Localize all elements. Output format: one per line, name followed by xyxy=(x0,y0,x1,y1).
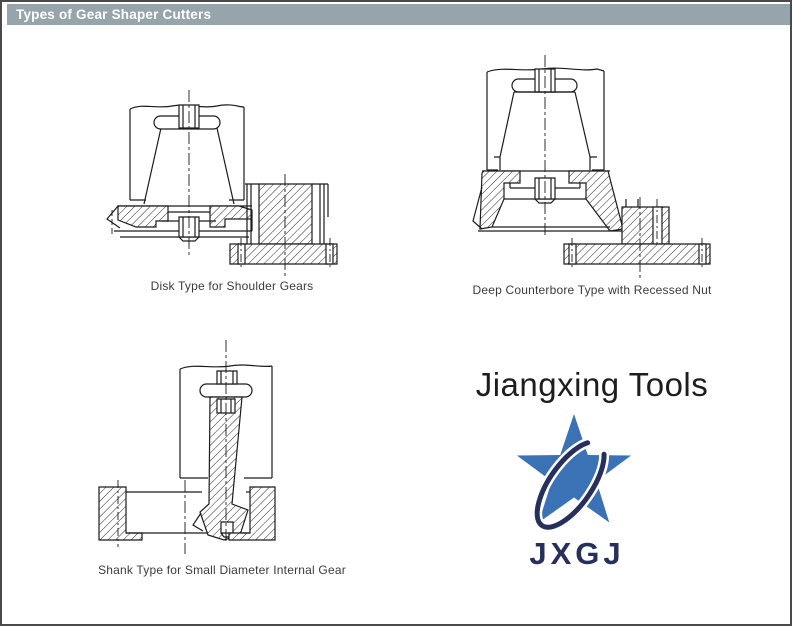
deep-counterbore-drawing xyxy=(442,47,742,287)
deep-counterbore-cutter xyxy=(473,171,624,231)
brand-logo: JXGJ xyxy=(507,412,647,579)
brand-name: Jiangxing Tools xyxy=(475,366,709,403)
jxgj-logo: JXGJ xyxy=(516,414,632,571)
internal-gear-workpiece xyxy=(99,480,275,554)
shank-cutter xyxy=(193,397,248,540)
figure-deep-counterbore-type xyxy=(442,47,742,287)
page-title: Types of Gear Shaper Cutters xyxy=(16,7,212,22)
shoulder-gear-workpiece xyxy=(230,184,337,269)
shank-type-drawing xyxy=(82,332,382,562)
figure-caption-deep-counterbore-type: Deep Counterbore Type with Recessed Nut xyxy=(472,283,712,297)
swoosh-icon xyxy=(525,436,613,537)
disk-type-drawing xyxy=(102,52,362,282)
figure-disk-type xyxy=(102,52,362,282)
star-icon xyxy=(516,414,632,523)
disk-cutter xyxy=(107,206,252,241)
spindle-housing xyxy=(130,105,244,204)
figure-caption-shank-type: Shank Type for Small Diameter Internal G… xyxy=(98,563,346,577)
figure-shank-type xyxy=(82,332,382,562)
figure-caption-disk-type: Disk Type for Shoulder Gears xyxy=(150,279,314,293)
logo-wordmark: JXGJ xyxy=(529,536,624,571)
gear-workpiece xyxy=(564,199,710,269)
header-bar: Types of Gear Shaper Cutters xyxy=(7,4,790,25)
spindle-housing xyxy=(487,68,604,170)
